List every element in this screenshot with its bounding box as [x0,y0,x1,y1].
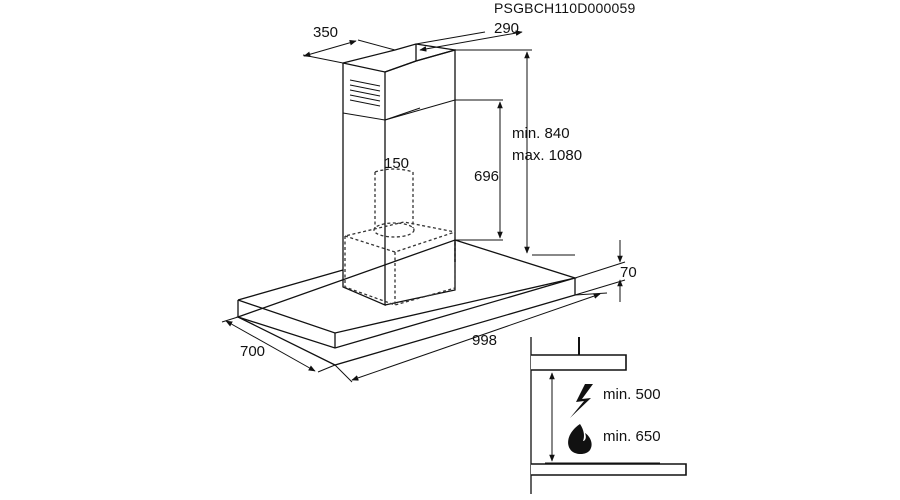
label-height-min: min. 840 [512,125,570,142]
vent-grille-icon [349,79,381,107]
label-chimney-depth: 350 [313,24,338,41]
label-canopy-width: 998 [472,332,497,349]
canopy [235,239,578,366]
dimension-total-height: min. 840 max. 1080 [455,49,582,256]
dimension-chimney-width: 290 [415,20,525,52]
hidden-motor-outline [344,168,456,306]
label-chimney-width: 290 [494,20,519,37]
dimension-canopy-width: 998 [334,292,608,383]
clearance-inset: min. 500 min. 650 [530,337,687,494]
label-canopy-thickness: 70 [620,264,637,281]
dimension-fixed-height: 696 [384,99,503,241]
reference-code: PSGBCH110D000059 [494,0,635,16]
dimension-outlet-diameter: 150 [384,155,409,172]
lightning-icon [570,384,593,418]
label-canopy-depth: 700 [240,343,265,360]
flame-icon [568,424,592,455]
dimension-canopy-depth: 700 [221,316,336,373]
label-clearance-gas: min. 650 [603,428,661,445]
chimney [342,43,456,306]
label-height-max: max. 1080 [512,147,582,164]
label-fixed-height: 696 [474,168,499,185]
label-outlet-diameter: 150 [384,155,409,172]
label-clearance-electric: min. 500 [603,386,661,403]
dimension-chimney-depth: 350 [302,24,396,64]
dimension-canopy-thickness: 70 [574,240,637,302]
